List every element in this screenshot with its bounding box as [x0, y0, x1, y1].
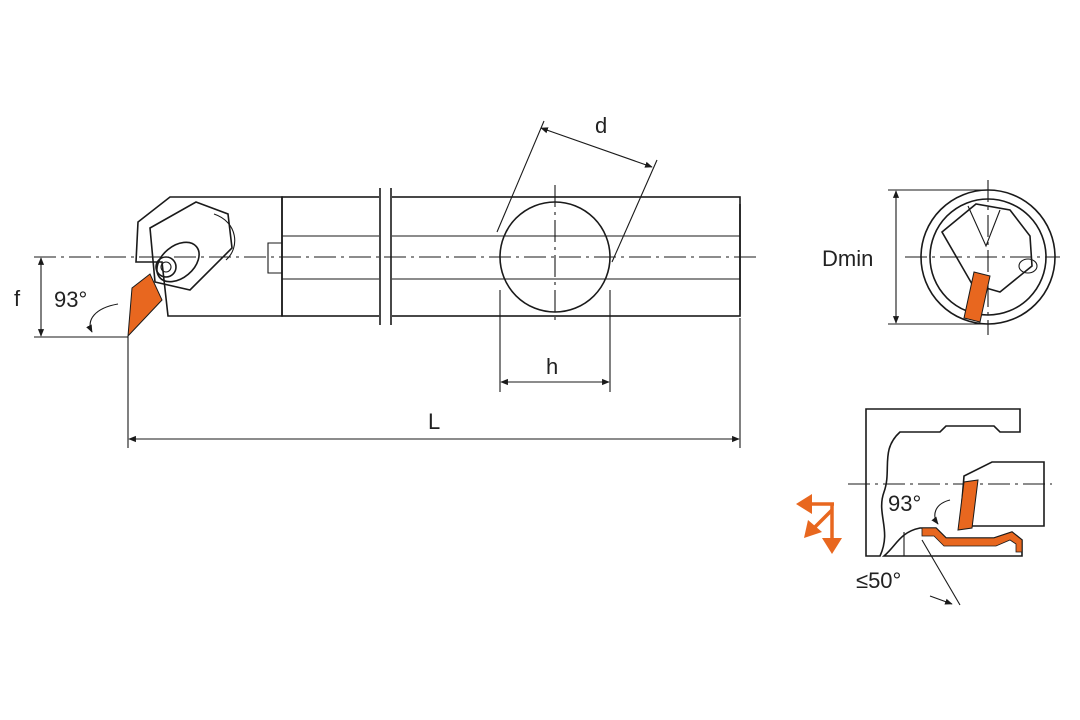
label-angle-main: 93°	[54, 287, 87, 312]
label-d: d	[595, 113, 607, 138]
cutting-insert	[127, 273, 163, 338]
clamp-lever	[149, 201, 236, 291]
detail-view: 93° ≤50°	[848, 408, 1052, 606]
label-angle-detail: 93°	[888, 491, 921, 516]
label-ramp-angle: ≤50°	[856, 568, 901, 593]
label-h: h	[546, 354, 558, 379]
dimension-f: f	[14, 257, 128, 338]
boring-bar-side-view	[34, 185, 758, 338]
dimension-L: L	[127, 318, 741, 448]
end-view	[905, 180, 1060, 335]
clamp-screw-icon	[155, 256, 177, 278]
dimension-h: h	[499, 290, 611, 392]
workpiece	[865, 408, 1021, 557]
end-view-insert	[963, 271, 991, 323]
coolant-slot	[267, 242, 282, 274]
bar-head	[135, 196, 283, 317]
dimension-d: d	[496, 113, 658, 263]
detail-insert	[957, 479, 979, 531]
feed-direction-arrows	[796, 494, 842, 554]
dimension-dmin: Dmin	[822, 189, 985, 325]
label-f: f	[14, 286, 21, 311]
approach-angle-main: 93°	[54, 287, 119, 333]
label-L: L	[428, 409, 440, 434]
label-dmin: Dmin	[822, 246, 873, 271]
machined-profile	[921, 527, 1023, 553]
